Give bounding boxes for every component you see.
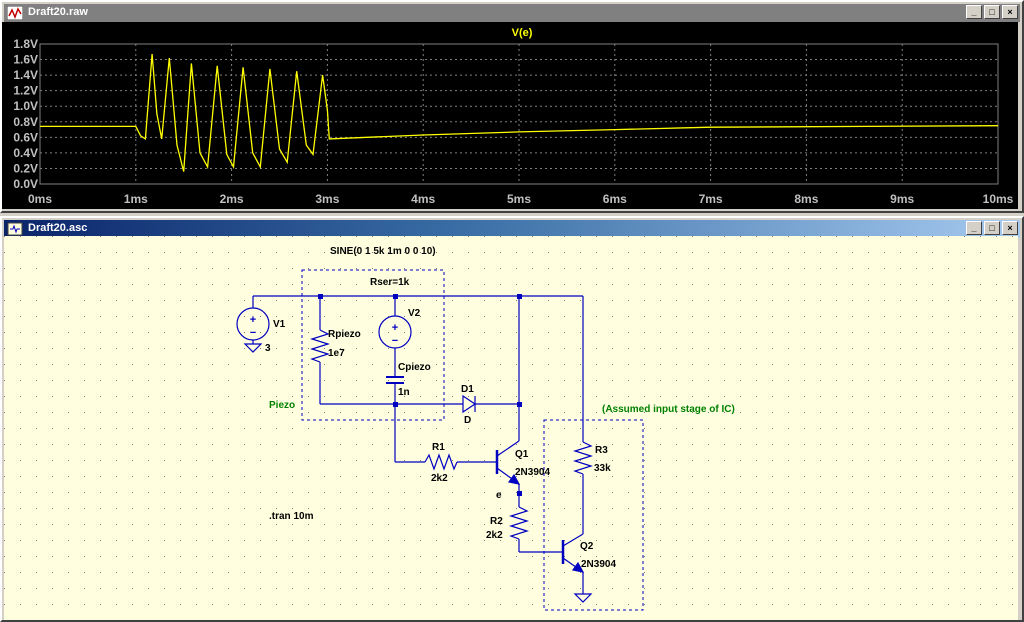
x-tick-label: 8ms xyxy=(794,192,818,206)
r3-resistor-symbol[interactable] xyxy=(572,441,594,475)
y-tick-label: 0.6V xyxy=(13,130,38,144)
close-button[interactable]: × xyxy=(1002,5,1018,19)
v2-label[interactable]: V2 xyxy=(408,308,421,319)
q2-emitter-arrow-icon xyxy=(571,561,585,573)
piezo-group-box[interactable] xyxy=(301,269,445,421)
v2-plus-sign: + xyxy=(392,322,398,334)
schematic-canvas[interactable]: + − + − SINE(0 1 5k 1m 0 0 10) Rser=1k V… xyxy=(4,236,1018,620)
v1-value[interactable]: 3 xyxy=(265,343,271,354)
assumed-input-stage-comment[interactable]: (Assumed input stage of IC) xyxy=(602,404,735,415)
close-button[interactable]: × xyxy=(1002,221,1018,235)
d1-diode-symbol[interactable] xyxy=(462,394,477,414)
junction-dot xyxy=(517,402,522,407)
minimize-button[interactable]: _ xyxy=(966,221,982,235)
d1-model[interactable]: D xyxy=(464,415,471,426)
y-tick-label: 1.0V xyxy=(13,99,38,113)
trace-v-e[interactable] xyxy=(40,54,999,172)
r1-resistor-symbol[interactable] xyxy=(424,453,458,471)
junction-dot xyxy=(318,294,323,299)
x-tick-label: 2ms xyxy=(220,192,244,206)
x-tick-label: 0ms xyxy=(28,192,52,206)
junction-dot xyxy=(517,294,522,299)
y-tick-label: 0.2V xyxy=(13,161,38,175)
x-tick-label: 10ms xyxy=(983,192,1014,206)
maximize-button[interactable]: □ xyxy=(984,221,1000,235)
y-tick-label: 0.4V xyxy=(13,146,38,160)
waveform-chart[interactable]: V(e) 0ms 1ms 2ms 3ms 4ms 5ms 6ms 7ms 8ms 9ms 10ms 0… xyxy=(2,22,1018,209)
junction-dot xyxy=(517,491,522,496)
x-tick-label: 4ms xyxy=(411,192,435,206)
waveform-plot-area[interactable]: V(e) 0ms 1ms 2ms 3ms 4ms 5ms 6ms 7ms 8ms 9ms 10ms 0… xyxy=(2,22,1018,209)
schematic-titlebar[interactable]: Draft20.asc _ □ × xyxy=(4,220,1020,238)
y-tick-label: 1.6V xyxy=(13,53,38,67)
q2-ground-icon xyxy=(573,593,593,603)
x-tick-label: 1ms xyxy=(124,192,148,206)
v2-minus-sign: − xyxy=(392,335,398,347)
ic-input-stage-box[interactable] xyxy=(543,419,644,611)
tran-directive[interactable]: .tran 10m xyxy=(269,511,314,522)
rser-label[interactable]: Rser=1k xyxy=(370,277,410,288)
x-tick-label: 3ms xyxy=(315,192,339,206)
r1-value[interactable]: 2k2 xyxy=(431,473,448,484)
piezo-comment[interactable]: Piezo xyxy=(269,400,295,411)
x-tick-label: 6ms xyxy=(603,192,627,206)
schematic-app-icon xyxy=(7,222,23,236)
trace-label[interactable]: V(e) xyxy=(512,27,533,39)
y-tick-label: 1.8V xyxy=(13,37,38,51)
y-tick-label: 1.4V xyxy=(13,68,38,82)
plot-frame xyxy=(39,43,999,185)
cpiezo-label[interactable]: Cpiezo xyxy=(398,362,431,373)
waveform-app-icon xyxy=(7,6,23,20)
v1-plus-sign: + xyxy=(250,314,256,326)
x-tick-label: 5ms xyxy=(507,192,531,206)
waveform-titlebar[interactable]: Draft20.raw _ □ × xyxy=(4,4,1020,22)
r3-value[interactable]: 33k xyxy=(594,463,611,474)
r3-label[interactable]: R3 xyxy=(595,445,608,456)
rpiezo-resistor-symbol[interactable] xyxy=(309,329,331,363)
schematic-window-title: Draft20.asc xyxy=(28,222,88,234)
r1-label[interactable]: R1 xyxy=(432,442,445,453)
y-tick-label: 1.2V xyxy=(13,84,38,98)
schematic-drawing[interactable]: + − + − SINE(0 1 5k 1m 0 0 10) Rser=1k V… xyxy=(4,236,1018,620)
q1-model[interactable]: 2N3904 xyxy=(515,467,550,478)
v1-label[interactable]: V1 xyxy=(273,319,286,330)
r2-label[interactable]: R2 xyxy=(490,516,503,527)
junction-dot xyxy=(393,402,398,407)
waveform-window-title: Draft20.raw xyxy=(28,6,88,18)
q1-emitter-arrow-icon xyxy=(507,473,521,485)
q2-label[interactable]: Q2 xyxy=(580,541,594,552)
r2-value[interactable]: 2k2 xyxy=(486,530,503,541)
maximize-button[interactable]: □ xyxy=(984,5,1000,19)
source-spec-directive[interactable]: SINE(0 1 5k 1m 0 0 10) xyxy=(330,246,436,257)
v1-minus-sign: − xyxy=(250,327,256,339)
x-tick-label: 9ms xyxy=(890,192,914,206)
net-e-label[interactable]: e xyxy=(496,490,502,501)
rpiezo-label[interactable]: Rpiezo xyxy=(328,329,361,340)
y-tick-label: 0.0V xyxy=(13,177,38,191)
q2-model[interactable]: 2N3904 xyxy=(581,559,616,570)
q1-label[interactable]: Q1 xyxy=(515,449,529,460)
d1-label[interactable]: D1 xyxy=(461,384,474,395)
cpiezo-value[interactable]: 1n xyxy=(398,387,410,398)
r2-resistor-symbol[interactable] xyxy=(508,506,530,540)
x-tick-label: 7ms xyxy=(699,192,723,206)
rpiezo-value[interactable]: 1e7 xyxy=(328,348,345,359)
minimize-button[interactable]: _ xyxy=(966,5,982,19)
y-tick-label: 0.8V xyxy=(13,115,38,129)
v1-ground-icon xyxy=(243,343,263,353)
junction-dot xyxy=(393,294,398,299)
